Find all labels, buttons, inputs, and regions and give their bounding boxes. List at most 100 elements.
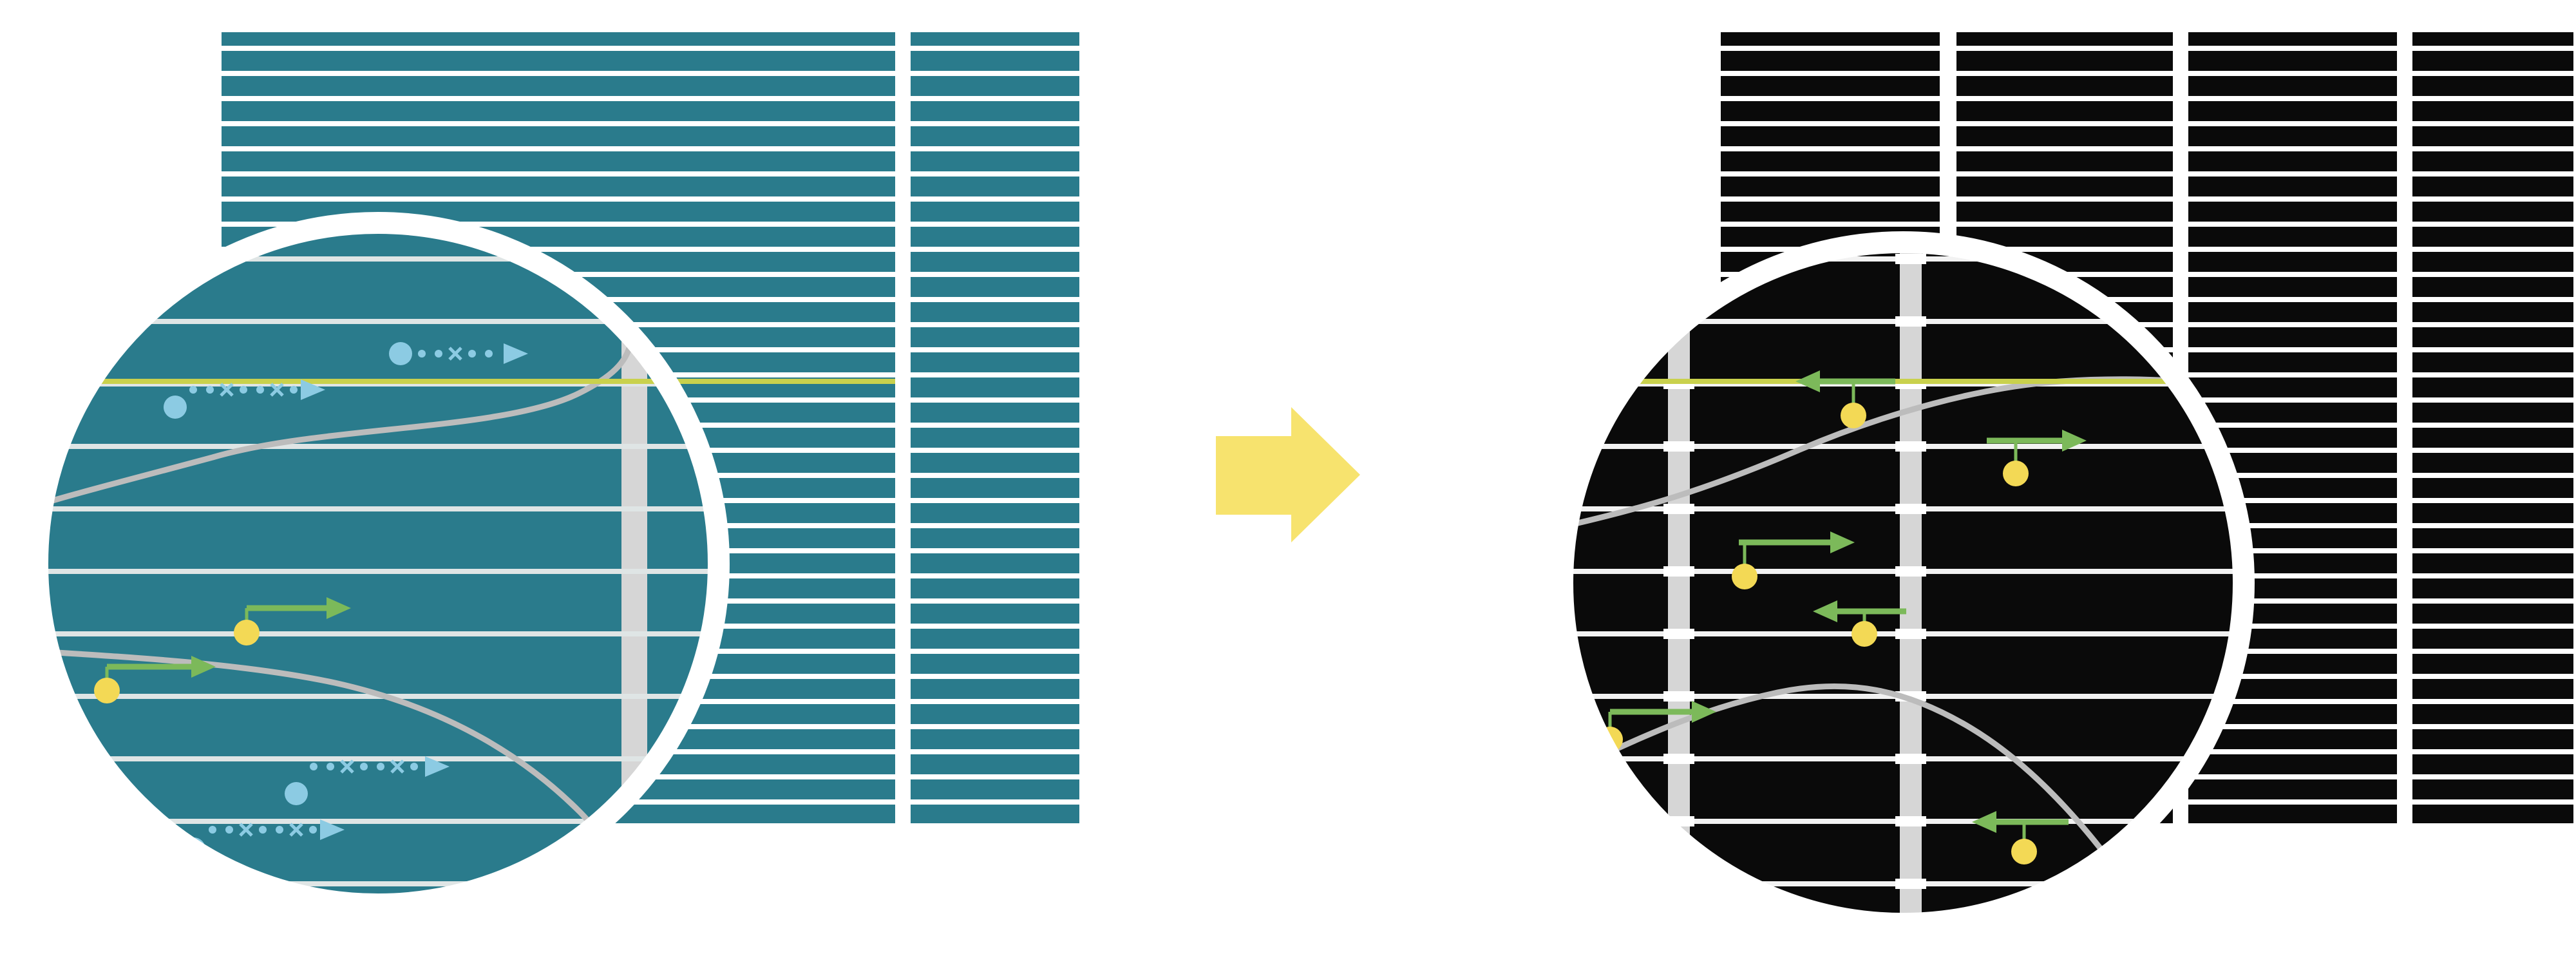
arrowhead	[327, 597, 351, 619]
finger-line	[1956, 146, 2173, 151]
busbar-tick	[1895, 504, 1926, 514]
finger-line	[1956, 171, 2173, 177]
finger-line	[2412, 222, 2573, 227]
magnifier-ring	[1551, 231, 2255, 935]
finger-line	[2412, 573, 2573, 578]
dislocation-dot	[164, 396, 187, 419]
finger-line	[911, 774, 1079, 779]
busbar-tick	[1895, 441, 1926, 452]
trail-dot	[468, 350, 476, 358]
finger-line	[2412, 523, 2573, 528]
defect-marker	[1987, 430, 2087, 486]
finger-line	[2412, 372, 2573, 377]
finger-line	[2188, 799, 2397, 805]
finger-line	[48, 506, 708, 511]
finger-line	[222, 171, 895, 177]
finger-line	[2412, 548, 2573, 553]
finger-line	[2188, 523, 2397, 528]
busbar-tick	[1663, 754, 1694, 764]
finger-line	[1956, 222, 2173, 227]
arrowhead	[191, 656, 216, 678]
scan-line	[48, 379, 708, 384]
finger-line	[2412, 749, 2573, 754]
arrowhead	[2062, 430, 2087, 452]
busbar-tick	[1663, 504, 1694, 514]
arrowhead	[504, 343, 528, 364]
finger-line	[2188, 222, 2397, 227]
finger-line	[2188, 624, 2397, 629]
trail-dot	[209, 826, 216, 834]
arrowhead	[301, 379, 325, 400]
right-magnifier-view	[1573, 253, 2233, 913]
finger-line	[222, 196, 895, 202]
finger-line	[2412, 448, 2573, 453]
finger-line	[2188, 573, 2397, 578]
defect-dot	[1732, 564, 1757, 589]
busbar-tick	[1663, 879, 1694, 889]
finger-line	[222, 46, 895, 51]
x-mark	[289, 823, 303, 837]
finger-line	[911, 347, 1079, 352]
x-mark	[448, 347, 462, 361]
right-magnifier	[1551, 231, 2255, 935]
trail-dot	[435, 350, 442, 358]
arrowhead	[320, 819, 345, 840]
finger-line	[48, 444, 708, 449]
finger-line	[911, 372, 1079, 377]
finger-line	[911, 196, 1079, 202]
trail-dot	[259, 826, 267, 834]
defect-dot	[234, 620, 260, 645]
trail-dot	[309, 826, 317, 834]
dislocation-dot	[285, 782, 308, 805]
defect-marker	[1972, 811, 2069, 864]
arrowhead	[1830, 531, 1855, 553]
finger-line	[2188, 774, 2397, 779]
finger-line	[48, 631, 708, 636]
busbar	[1900, 253, 1922, 913]
x-mark	[270, 383, 284, 397]
defect-marker	[1732, 531, 1855, 589]
finger-line	[1721, 121, 1940, 126]
arrowhead	[1692, 701, 1716, 723]
finger-line	[911, 96, 1079, 101]
finger-line	[2412, 624, 2573, 629]
x-mark	[340, 759, 354, 774]
finger-line	[48, 756, 708, 761]
finger-line	[911, 222, 1079, 227]
dislocation-dot	[389, 342, 412, 365]
finger-line	[2412, 297, 2573, 302]
finger-line	[911, 71, 1079, 76]
grain-boundary	[1573, 683, 2154, 913]
x-mark	[390, 759, 404, 774]
finger-line	[2412, 423, 2573, 428]
finger-line	[911, 799, 1079, 805]
trail-dot	[225, 826, 233, 834]
finger-line	[2188, 121, 2397, 126]
finger-line	[2412, 674, 2573, 679]
finger-line	[2412, 71, 2573, 76]
finger-line	[2188, 548, 2397, 553]
finger-line	[911, 473, 1079, 478]
scan-line	[1573, 379, 2233, 384]
finger-line	[222, 121, 895, 126]
finger-line	[911, 649, 1079, 654]
defect-dot	[1841, 403, 1866, 428]
finger-line	[2188, 71, 2397, 76]
finger-line	[1721, 146, 1940, 151]
left-magnifier	[26, 212, 730, 915]
finger-line	[2412, 171, 2573, 177]
finger-line	[2412, 146, 2573, 151]
finger-line	[222, 71, 895, 76]
defect-dot	[94, 678, 120, 703]
finger-line	[2412, 598, 2573, 604]
arrowhead	[1972, 811, 1996, 833]
finger-line	[911, 247, 1079, 252]
finger-line	[2412, 397, 2573, 403]
x-mark	[220, 383, 234, 397]
finger-line	[2188, 397, 2397, 403]
finger-line	[1721, 46, 1940, 51]
finger-line	[2188, 598, 2397, 604]
dislocation-marker	[389, 342, 528, 365]
finger-line	[911, 297, 1079, 302]
